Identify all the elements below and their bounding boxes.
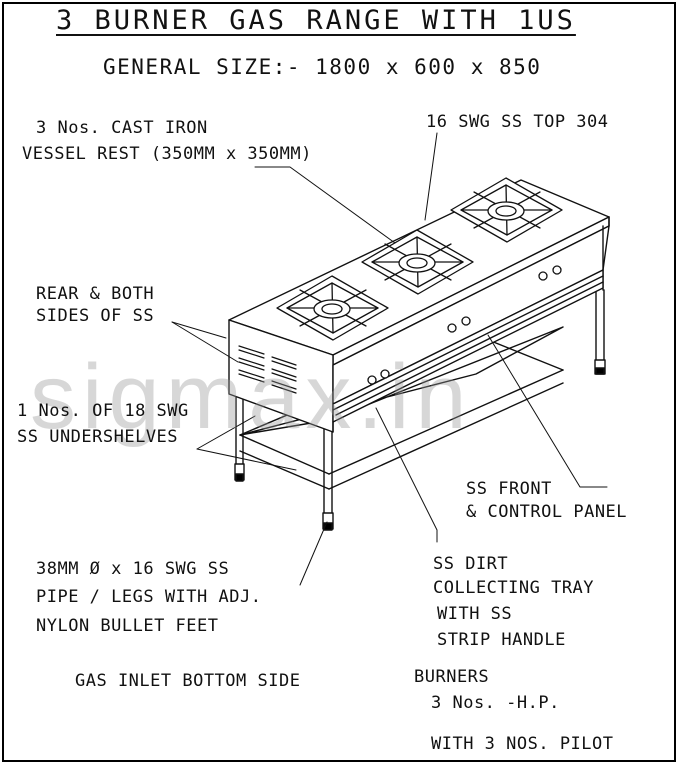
label-front-panel-2: & CONTROL PANEL bbox=[466, 502, 628, 522]
burner-1 bbox=[276, 275, 389, 341]
burner-3 bbox=[450, 177, 563, 243]
label-burners-pilot: WITH 3 NOS. PILOT bbox=[431, 734, 614, 754]
label-burners-count: 3 Nos. -H.P. bbox=[431, 693, 560, 713]
label-undershelf-1: 1 Nos. OF 18 SWG bbox=[17, 401, 189, 421]
label-legs-1: 38MM Ø x 16 SWG SS bbox=[36, 559, 230, 579]
label-burners-heading: BURNERS bbox=[414, 667, 490, 687]
label-tray-2: COLLECTING TRAY bbox=[433, 578, 595, 598]
label-vessel-rest-2: VESSEL REST (350MM x 350MM) bbox=[22, 144, 312, 164]
label-tray-4: STRIP HANDLE bbox=[437, 630, 566, 650]
label-undershelf-2: SS UNDERSHELVES bbox=[17, 427, 179, 447]
page-title: 3 BURNER GAS RANGE WITH 1US bbox=[56, 5, 576, 36]
label-legs-2: PIPE / LEGS WITH ADJ. bbox=[36, 587, 262, 607]
label-rear-2: SIDES OF SS bbox=[36, 306, 155, 326]
label-tray-3: WITH SS bbox=[437, 604, 513, 624]
label-legs-3: NYLON BULLET FEET bbox=[36, 616, 219, 636]
label-tray-1: SS DIRT bbox=[433, 554, 509, 574]
label-front-panel-1: SS FRONT bbox=[466, 479, 552, 499]
label-gas-inlet: GAS INLET BOTTOM SIDE bbox=[75, 671, 301, 691]
leader-lines bbox=[171, 132, 608, 586]
label-rear-1: REAR & BOTH bbox=[36, 284, 155, 304]
general-size: GENERAL SIZE:- 1800 x 600 x 850 bbox=[103, 55, 542, 79]
label-vessel-rest-1: 3 Nos. CAST IRON bbox=[36, 118, 208, 138]
burner-2 bbox=[361, 229, 474, 295]
label-top: 16 SWG SS TOP 304 bbox=[426, 112, 609, 132]
